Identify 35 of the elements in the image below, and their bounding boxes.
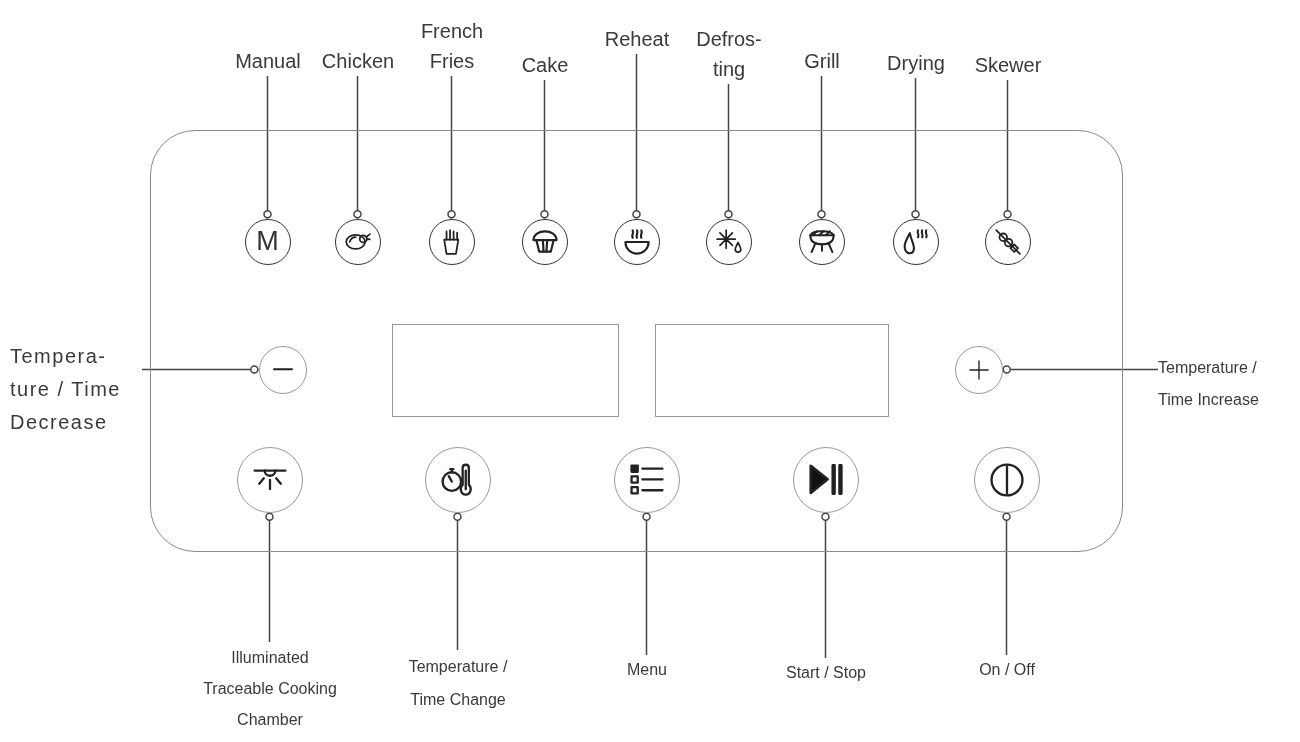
leader-line	[632, 53, 641, 220]
leader-line	[1002, 511, 1011, 656]
leader-line	[817, 75, 826, 220]
callout-label: Reheat	[604, 24, 670, 54]
callout-label: Illuminated Traceable Cooking Chamber	[194, 642, 346, 735]
callout-label: Tempera- ture / Time Decrease	[10, 340, 142, 439]
leader-line	[821, 511, 830, 659]
callout-label: Manual	[235, 46, 301, 76]
leader-line	[911, 77, 920, 220]
callout-label: Start / Stop	[786, 658, 866, 688]
callout-label: Drying	[887, 48, 945, 78]
leader-line	[642, 511, 651, 656]
leader-line	[265, 511, 274, 643]
leader-line	[353, 75, 362, 220]
callout-label: Cake	[521, 50, 569, 80]
callout-label: On / Off	[979, 655, 1035, 685]
callout-label: Temperature / Time Increase	[1158, 352, 1280, 416]
leader-line	[453, 511, 462, 651]
leader-line	[263, 75, 272, 220]
callout-label: Menu	[627, 655, 667, 685]
callout-label: French Fries	[416, 16, 488, 76]
leader-line	[1001, 365, 1159, 374]
control-panel	[150, 130, 1123, 552]
display-screen	[391, 323, 619, 417]
leader-line	[141, 365, 260, 374]
leader-line	[724, 83, 733, 220]
callout-label: Grill	[804, 46, 840, 76]
display-screen	[654, 323, 889, 417]
leader-line	[447, 75, 456, 220]
callout-label: Temperature / Time Change	[400, 650, 516, 716]
callout-label: Skewer	[974, 50, 1042, 80]
leader-line	[1003, 79, 1012, 220]
leader-line	[540, 79, 549, 220]
callout-label: Chicken	[321, 46, 395, 76]
callout-label: Defros- ting	[689, 24, 769, 84]
